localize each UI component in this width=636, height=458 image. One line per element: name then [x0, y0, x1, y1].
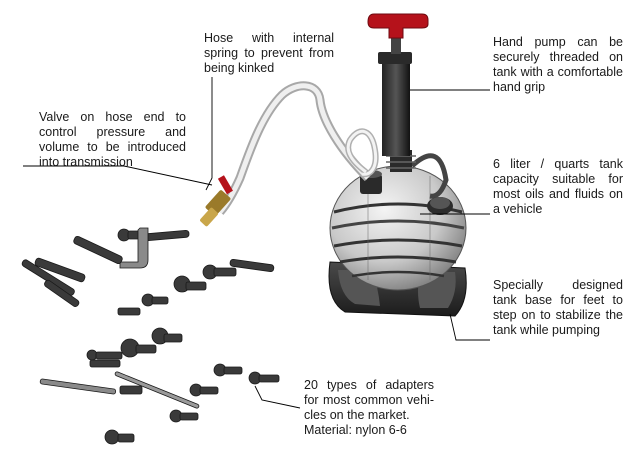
callout-valve: Valve on hose end to control pressure an…: [39, 110, 186, 170]
callout-pump: Hand pump can be securely threaded on ta…: [493, 35, 623, 95]
callout-tank-line-4: a vehicle: [493, 202, 543, 216]
callout-adapters-line-3: cles on the market.: [304, 408, 410, 422]
valve: [200, 175, 233, 227]
callout-hose-line-3: being kinked: [204, 61, 275, 75]
adapter-set: [21, 227, 280, 445]
leader-lines: [23, 77, 490, 409]
callout-hose-line-1: Hose with internal: [204, 31, 334, 45]
tank-body: [329, 153, 467, 291]
callout-hose-line-2: spring to prevent from: [204, 46, 334, 60]
callout-valve-line-2: control pressure and: [39, 125, 186, 139]
callout-base-line-1: Specially designed: [493, 278, 623, 292]
callout-adapters-line-1: 20 types of adapters: [304, 378, 434, 392]
callout-base: Specially designed tank base for feet to…: [493, 278, 623, 338]
callout-pump-line-1: Hand pump can be: [493, 35, 623, 49]
callout-adapters-material: Material: nylon 6-6: [304, 423, 407, 437]
callout-valve-line-3: volume to be introduced: [39, 140, 186, 154]
callout-tank-line-3: most oils and fluids on: [493, 187, 623, 201]
hose: [216, 81, 379, 215]
callout-tank-line-2: capacity suitable for: [493, 172, 623, 186]
callout-pump-line-4: hand grip: [493, 80, 546, 94]
callout-pump-line-3: tank with a comfortable: [493, 65, 623, 79]
callout-base-line-2: tank base for feet to: [493, 293, 623, 307]
hand-pump: [367, 13, 429, 172]
callout-tank-line-1: 6 liter / quarts tank: [493, 157, 623, 171]
callout-adapters-line-2: for most common vehi-: [304, 393, 434, 407]
callout-hose: Hose with internal spring to prevent fro…: [204, 31, 334, 76]
callout-valve-line-1: Valve on hose end to: [39, 110, 186, 124]
callout-base-line-3: step on to stabilize the: [493, 308, 623, 322]
callout-tank: 6 liter / quarts tank capacity suitable …: [493, 157, 623, 217]
callout-valve-line-4: into transmission: [39, 155, 133, 169]
callout-adapters: 20 types of adapters for most common veh…: [304, 378, 434, 438]
callout-base-line-4: tank while pumping: [493, 323, 601, 337]
callout-pump-line-2: securely threaded on: [493, 50, 623, 64]
